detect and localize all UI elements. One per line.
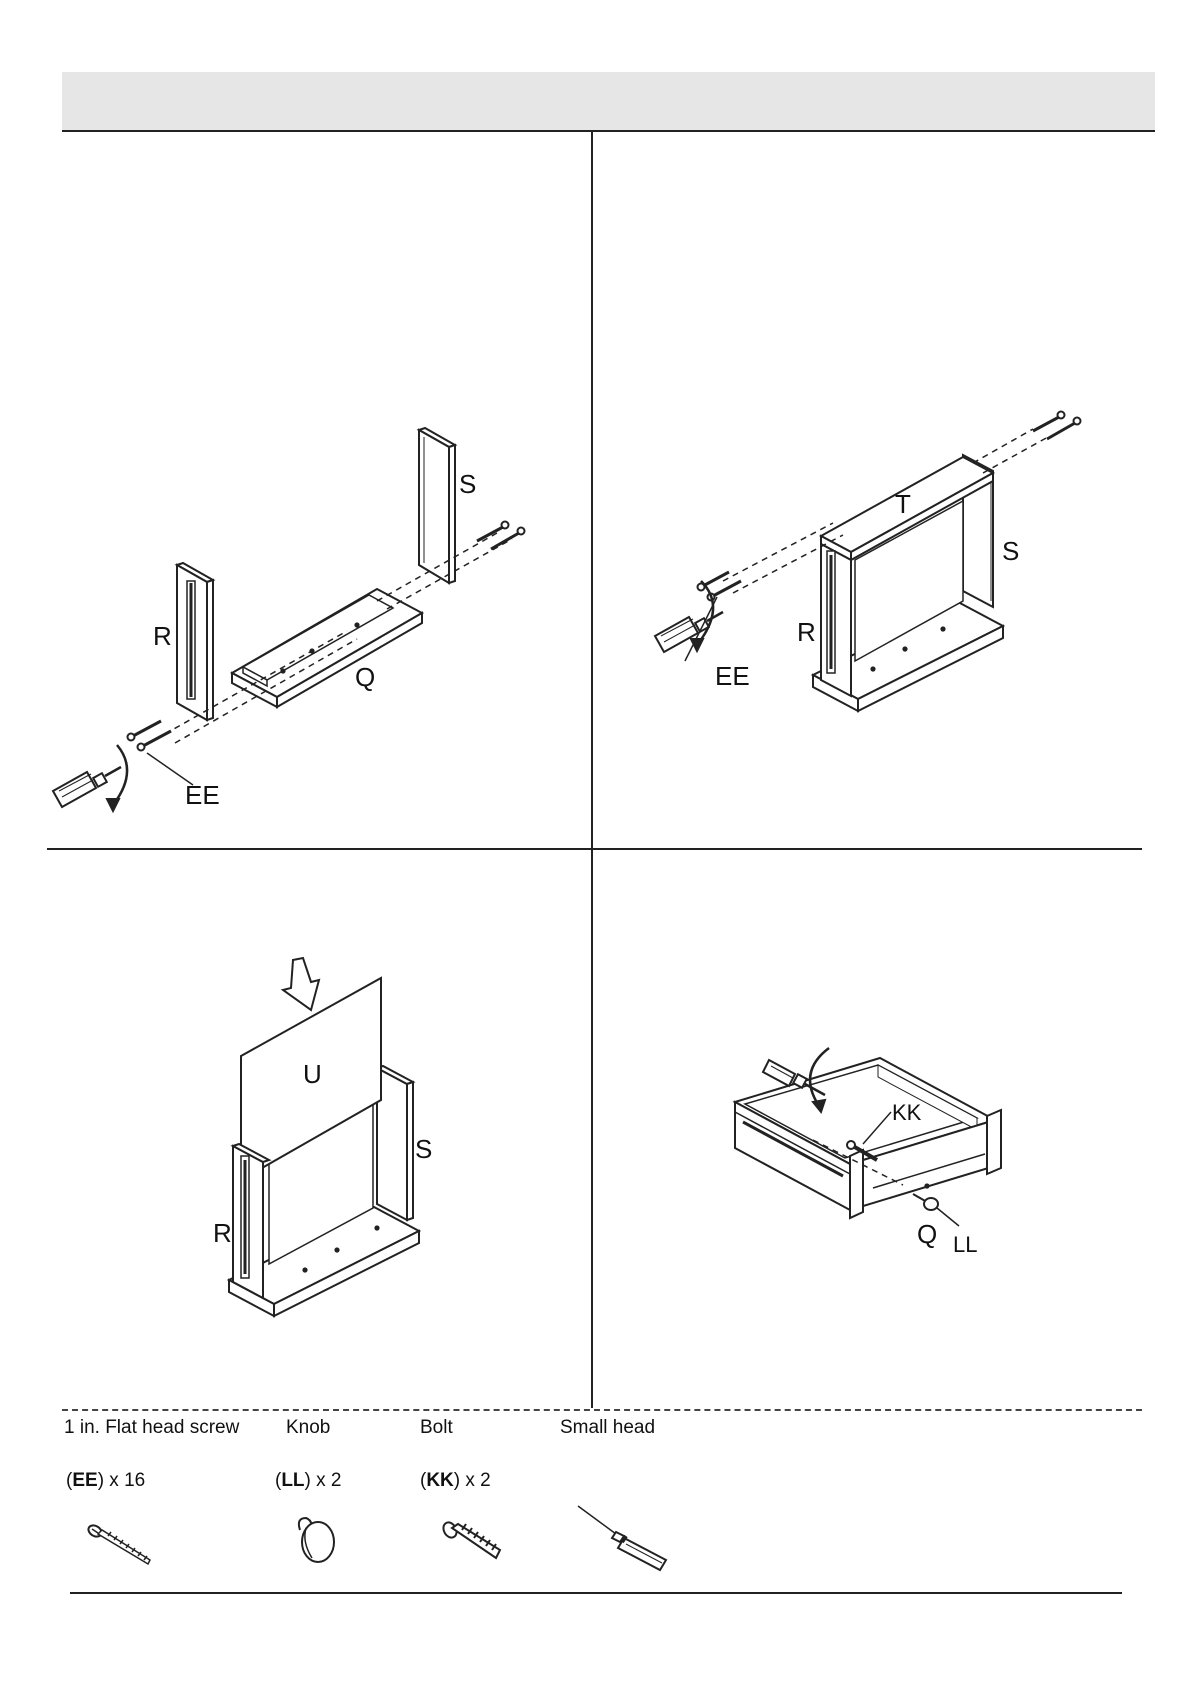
label-q: Q xyxy=(917,1219,937,1249)
rotation-arrow-icon xyxy=(113,745,127,805)
base-q xyxy=(232,589,422,707)
arrow-head-icon xyxy=(107,799,119,811)
label-s: S xyxy=(459,469,476,499)
cabinet-frame xyxy=(229,978,419,1316)
label-s: S xyxy=(1002,536,1019,566)
label-r: R xyxy=(797,617,816,647)
hardware-code-ee: EE xyxy=(72,1470,97,1491)
label-ee: EE xyxy=(185,780,220,810)
screwdriver-icon xyxy=(574,1502,674,1574)
label-ee: EE xyxy=(715,661,750,691)
hardware-count-ll: x 2 xyxy=(316,1470,341,1491)
screws-ee-r-side xyxy=(128,721,172,751)
panel-s xyxy=(419,428,455,583)
label-t: T xyxy=(895,489,911,519)
hardware-code-ll: LL xyxy=(281,1470,304,1491)
insert-direction-arrow-icon xyxy=(283,958,319,1010)
label-r: R xyxy=(153,621,172,651)
label-r: R xyxy=(213,1218,232,1248)
bottom-rule xyxy=(70,1592,1122,1594)
step-3-illustration: U S R xyxy=(47,850,591,1408)
panel-r xyxy=(177,563,213,720)
knob-icon xyxy=(292,1512,342,1568)
hardware-name-kk: Bolt xyxy=(420,1417,453,1439)
bolt-icon xyxy=(440,1520,506,1568)
knob-ll xyxy=(913,1194,938,1210)
hardware-code-kk: KK xyxy=(426,1470,453,1491)
label-kk: KK xyxy=(892,1100,922,1125)
screws-ee-top xyxy=(1033,412,1081,440)
screws-ee-s-side xyxy=(477,522,525,550)
hardware-qty-kk: (KK) x 2 xyxy=(420,1470,491,1492)
section-header-bar xyxy=(62,72,1155,132)
hardware-count-kk: x 2 xyxy=(465,1470,490,1491)
hardware-qty-ll: (LL) x 2 xyxy=(275,1470,342,1492)
hardware-name-ll: Knob xyxy=(286,1417,330,1439)
hardware-dashed-separator xyxy=(62,1409,1142,1411)
flat-head-screw-icon xyxy=(84,1520,158,1570)
hardware-name-tool: Small head xyxy=(560,1417,655,1439)
step-4-illustration: KK Q LL xyxy=(593,850,1142,1408)
step-2-illustration: T S R EE xyxy=(593,131,1142,848)
label-s: S xyxy=(415,1134,432,1164)
ll-leader-line xyxy=(937,1208,959,1226)
hardware-qty-ee: (EE) x 16 xyxy=(66,1470,145,1492)
label-ll: LL xyxy=(953,1232,977,1257)
label-u: U xyxy=(303,1059,322,1089)
label-q: Q xyxy=(355,662,375,692)
hardware-name-ee: 1 in. Flat head screw xyxy=(64,1417,239,1439)
hardware-count-ee: x 16 xyxy=(109,1470,145,1491)
step-1-illustration: S R Q EE xyxy=(47,131,591,848)
